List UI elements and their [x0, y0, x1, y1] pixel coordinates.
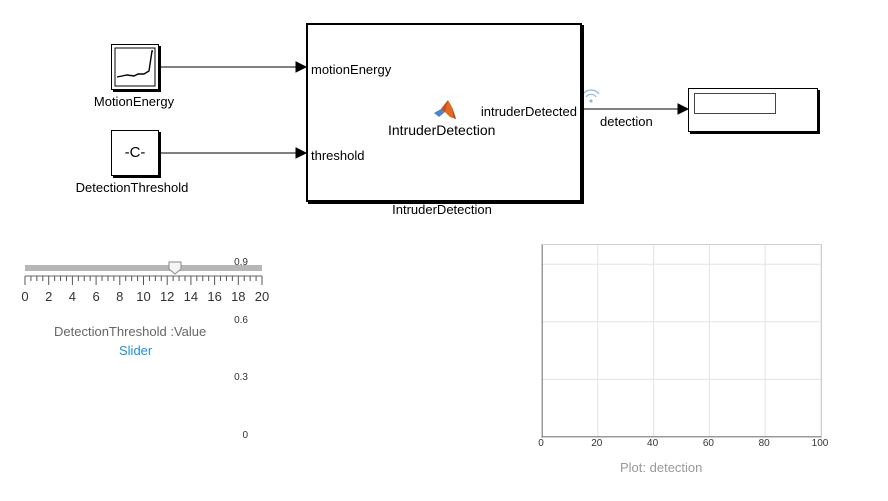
plot-title: Plot: detection [620, 460, 703, 475]
slider-track[interactable] [25, 265, 262, 271]
slider-tick-label: 18 [231, 289, 246, 304]
detection-threshold-block[interactable]: -C- [111, 130, 159, 176]
plot-x-tick-labels: 0 20 40 60 80 100 [510, 438, 830, 452]
slider-tick-label: 6 [92, 289, 100, 304]
display-value-field [694, 93, 776, 114]
plot-y-tick-label: 0.6 [234, 314, 248, 326]
slider-tick-label: 20 [254, 289, 270, 304]
detection-plot[interactable]: 0 0.3 0.6 0.9 0 20 40 60 80 100 [234, 238, 830, 458]
input-port-motion-energy: motionEnergy [311, 62, 392, 77]
slider-tick-label: 16 [207, 289, 222, 304]
slider-type-label[interactable]: Slider [119, 343, 153, 358]
slider-bound-label: DetectionThreshold :Value [54, 324, 207, 339]
motion-energy-caption: MotionEnergy [93, 94, 175, 109]
intruder-detection-subsystem[interactable]: motionEnergy threshold intruderDetected … [306, 23, 582, 202]
signal-lines [160, 61, 690, 159]
slider-tick-label: 10 [136, 289, 151, 304]
plot-x-tick-label: 80 [758, 438, 770, 449]
plot-x-tick-label: 60 [702, 438, 714, 449]
matlab-logo-icon [434, 100, 456, 119]
motion-energy-arrow [295, 61, 308, 73]
slider-ticks [24, 275, 263, 285]
detection-arrow [677, 103, 690, 115]
constant-label: -C- [124, 144, 146, 161]
threshold-arrow [295, 147, 308, 159]
slider-tick-label: 14 [183, 289, 199, 304]
plot-y-tick-label: 0.3 [234, 372, 248, 384]
detection-threshold-caption: DetectionThreshold [75, 180, 189, 195]
plot-x-tick-label: 100 [811, 438, 829, 449]
plot-grid [542, 245, 821, 437]
intruder-detection-caption: IntruderDetection [392, 202, 492, 217]
slider-tick-label: 8 [116, 289, 124, 304]
plot-y-tick-label: 0.9 [234, 257, 248, 269]
output-port-intruder-detected: intruderDetected [480, 104, 577, 119]
input-port-threshold: threshold [311, 148, 365, 163]
motion-energy-block[interactable] [111, 44, 159, 90]
plot-y-tick-label: 0 [242, 430, 248, 441]
slider-tick-label: 4 [68, 289, 77, 304]
subsystem-title: IntruderDetection [388, 122, 496, 138]
slider-tick-label: 0 [21, 289, 29, 304]
plot-x-tick-label: 0 [538, 438, 544, 449]
display-block[interactable] [688, 88, 818, 132]
plot-area [541, 244, 822, 438]
slider-tick-label: 2 [45, 289, 53, 304]
plot-y-tick-labels: 0 0.3 0.6 0.9 [234, 238, 540, 448]
scope-signal-icon [114, 47, 156, 87]
plot-x-tick-label: 40 [647, 438, 659, 449]
slider-tick-label: 12 [159, 289, 175, 304]
signal-logging-icon [582, 89, 600, 103]
slider-thumb[interactable] [168, 261, 182, 275]
plot-axes [542, 245, 821, 437]
plot-x-tick-label: 20 [591, 438, 603, 449]
detection-signal-label: detection [600, 114, 653, 129]
